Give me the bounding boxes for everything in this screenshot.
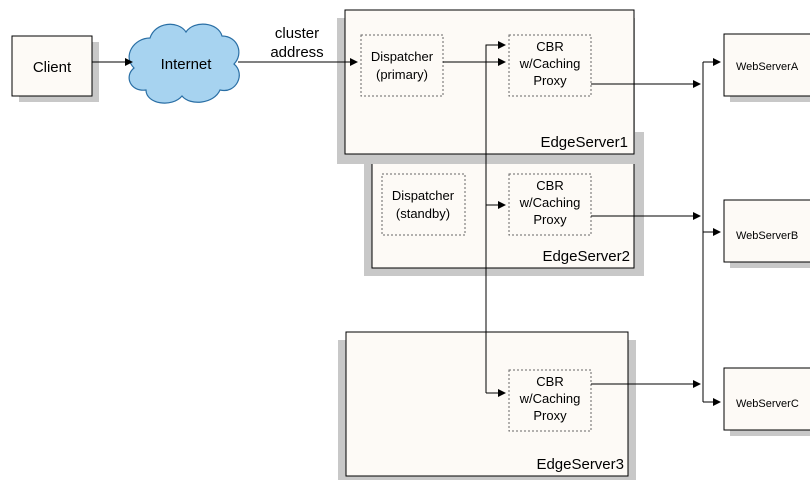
client-box: [11, 35, 93, 97]
dispatcher-standby-line-1: Dispatcher: [392, 188, 455, 203]
cbr-proxy-3-line-2: w/Caching: [519, 391, 581, 406]
edge-server-2-label: EdgeServer2: [542, 248, 630, 265]
edge-server-3-label: EdgeServer3: [536, 456, 624, 473]
web-server-b: WebServerB: [723, 199, 810, 268]
edge-server-1-label: EdgeServer1: [540, 134, 628, 151]
web-server-a-box: [723, 33, 810, 97]
cbr-proxy-2-line-2: w/Caching: [519, 195, 581, 210]
cbr-proxy-2-line-1: CBR: [536, 178, 563, 193]
cluster-address-label: cluster address: [270, 25, 323, 61]
web-server-b-box: [723, 199, 810, 263]
edge-server-3: EdgeServer3 CBR w/Caching Proxy: [338, 331, 636, 480]
web-server-c-label: WebServerC: [736, 398, 799, 410]
internet-node: Internet: [128, 23, 240, 104]
client-label: Client: [33, 59, 72, 76]
cluster-address-line-1: cluster: [275, 25, 319, 42]
web-server-c: WebServerC: [723, 367, 810, 436]
web-server-b-label: WebServerB: [736, 230, 798, 242]
cbr-proxy-1-line-2: w/Caching: [519, 56, 581, 71]
cbr-proxy-3-line-1: CBR: [536, 374, 563, 389]
cbr-proxy-1-line-3: Proxy: [533, 73, 567, 88]
cbr-proxy-1-line-1: CBR: [536, 39, 563, 54]
dispatcher-primary-line-1: Dispatcher: [371, 49, 434, 64]
client-node: Client: [11, 35, 99, 102]
web-server-a-label: WebServerA: [736, 61, 799, 73]
dispatcher-primary-line-2: (primary): [376, 67, 428, 82]
web-server-a: WebServerA: [723, 33, 810, 102]
dispatcher-primary-box: [360, 34, 444, 97]
internet-cloud-icon: [128, 23, 240, 104]
cluster-address-line-2: address: [270, 44, 323, 61]
cbr-proxy-2-box: [508, 173, 592, 236]
cbr-proxy-1-box: [508, 34, 592, 97]
cbr-proxy-3-box: [508, 369, 592, 432]
dispatcher-standby-box: [381, 173, 466, 236]
cbr-proxy-3-line-3: Proxy: [533, 408, 567, 423]
connectors: [92, 41, 721, 406]
web-server-c-box: [723, 367, 810, 431]
internet-label: Internet: [161, 56, 213, 73]
dispatcher-standby-line-2: (standby): [396, 206, 450, 221]
cbr-proxy-2-line-3: Proxy: [533, 212, 567, 227]
